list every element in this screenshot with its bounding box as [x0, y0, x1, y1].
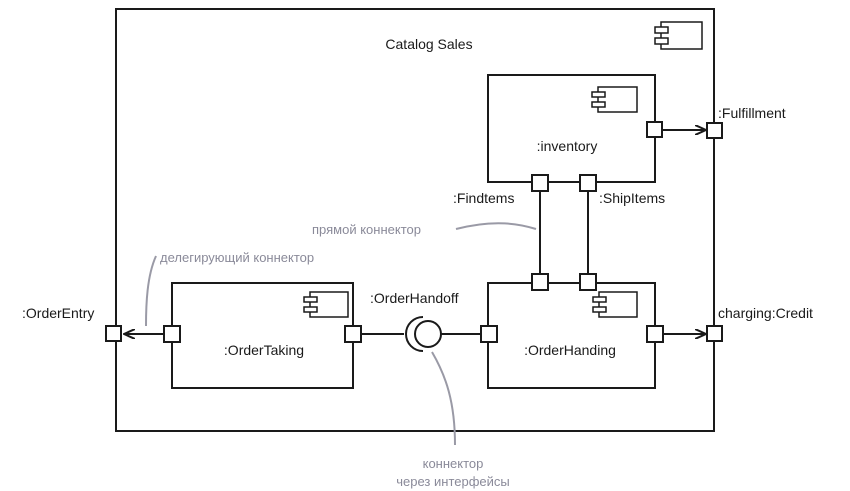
order-taking-part [171, 282, 354, 389]
ship-items-port [579, 174, 597, 192]
order-handoff-label: :OrderHandoff [370, 290, 459, 306]
order-taking-left-port [163, 325, 181, 343]
order-handing-label: :OrderHanding [524, 342, 616, 358]
order-handing-left-port [480, 325, 498, 343]
order-entry-port [105, 325, 122, 342]
order-taking-right-port [344, 325, 362, 343]
charging-credit-port [706, 325, 723, 342]
fulfillment-label: :Fulfillment [718, 105, 786, 121]
order-entry-label: :OrderEntry [22, 305, 94, 321]
order-handing-component-icon [592, 291, 638, 318]
ship-items-label: :ShipItems [599, 190, 665, 206]
inventory-out-port [646, 121, 663, 138]
interface-connector-leader [431, 351, 456, 446]
find-items-port [531, 174, 549, 192]
direct-connector-note: прямой коннектор [312, 222, 421, 237]
direct-connector-leader [455, 222, 537, 230]
charging-credit-label: charging:Credit [718, 305, 813, 321]
catalog-sales-component [115, 8, 715, 432]
order-taking-component-icon [303, 291, 349, 318]
order-handing-part [487, 282, 656, 389]
catalog-sales-component-icon [654, 21, 703, 50]
interface-connector-note-line1: коннектор [423, 456, 484, 471]
catalog-sales-title: Catalog Sales [385, 36, 472, 52]
order-taking-label: :OrderTaking [224, 342, 304, 358]
order-handing-right-port [646, 325, 664, 343]
handing-ship-port [579, 273, 597, 291]
delegating-connector-leader [145, 255, 157, 327]
inventory-component-icon [591, 86, 638, 113]
find-items-label: :Findtems [453, 190, 514, 206]
order-handoff-interface [405, 316, 442, 352]
delegating-connector-note: делегирующий коннектор [160, 250, 314, 265]
inventory-part [487, 74, 656, 183]
interface-connector-note-line2: через интерфейсы [396, 474, 510, 489]
fulfillment-port [706, 122, 723, 139]
inventory-label: :inventory [537, 138, 598, 154]
handing-find-port [531, 273, 549, 291]
